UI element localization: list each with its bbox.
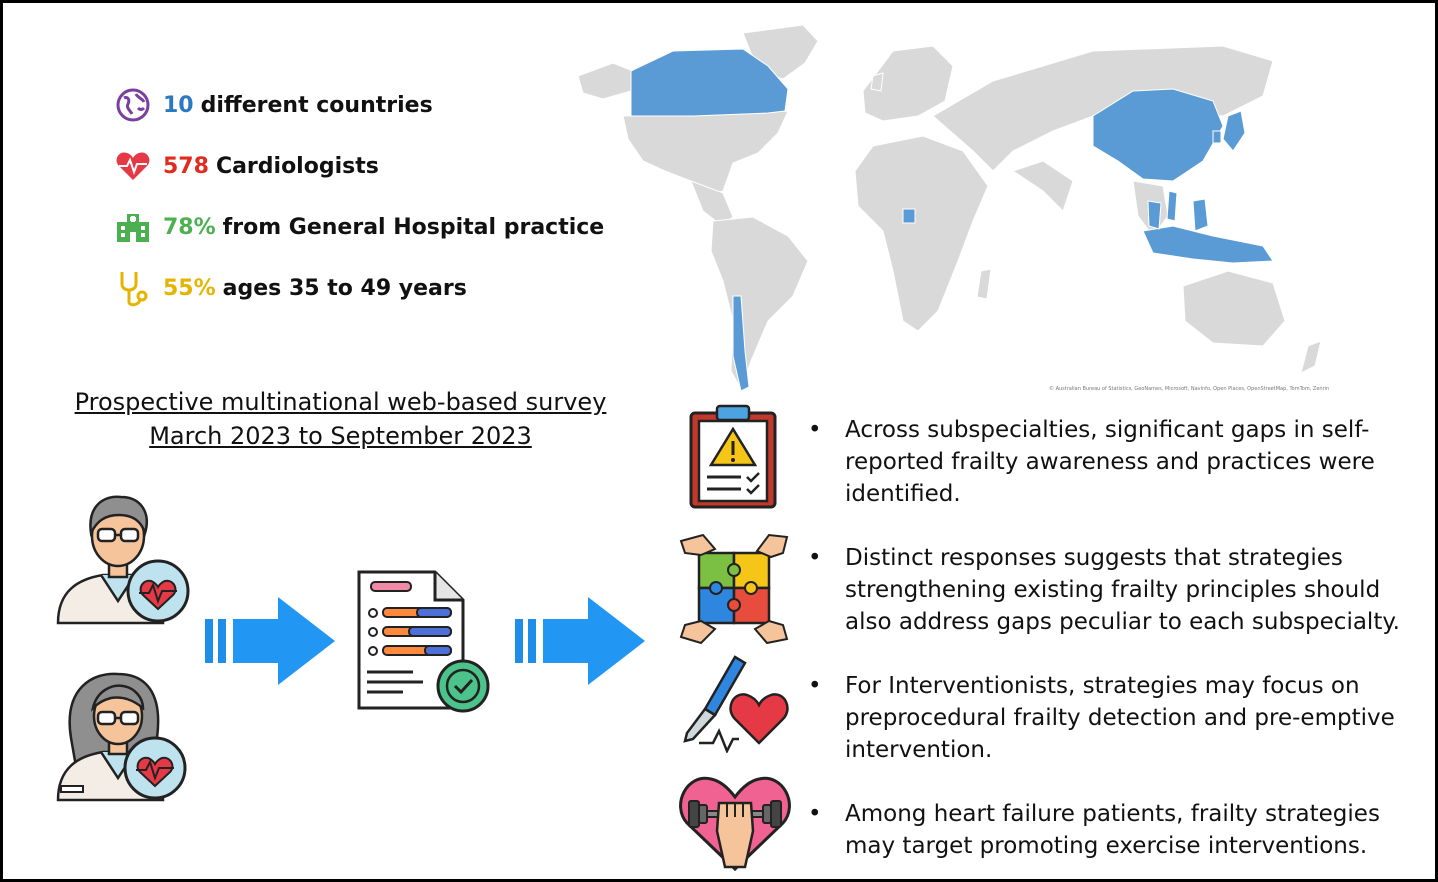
- clipboard-warning-icon: [689, 404, 777, 509]
- finding-text: Among heart failure patients, frailty st…: [845, 801, 1380, 859]
- stat-label: ages 35 to 49 years: [222, 275, 467, 301]
- survey-document-icon: [357, 570, 490, 713]
- stat-label: different countries: [200, 92, 433, 118]
- survey-line-1: Prospective multinational web-based surv…: [74, 388, 607, 416]
- globe-icon: [113, 85, 153, 125]
- survey-line-2: March 2023 to September 2023: [149, 422, 532, 450]
- heart-dumbbell-icon: [679, 776, 791, 872]
- stat-age: 55% ages 35 to 49 years: [113, 268, 467, 308]
- bullet: •: [808, 545, 822, 571]
- puzzle-hands-icon: [679, 533, 789, 645]
- scalpel-heart-icon: [683, 655, 789, 753]
- stat-hospital: 78% from General Hospital practice: [113, 207, 604, 247]
- arrow-right-icon: [515, 597, 645, 685]
- map-credit: © Australian Bureau of Statistics, GeoNa…: [1049, 386, 1330, 392]
- male-doctor-icon: [56, 495, 190, 625]
- female-doctor-icon: [56, 672, 187, 802]
- stat-countries: 10 different countries: [113, 85, 433, 125]
- survey-title: Prospective multinational web-based surv…: [63, 385, 618, 453]
- stat-value: 55%: [163, 275, 216, 301]
- bullet: •: [808, 417, 822, 443]
- bullet: •: [808, 673, 822, 699]
- finding-text: Distinct responses suggests that strateg…: [845, 545, 1400, 635]
- stat-value: 10: [163, 92, 194, 118]
- hospital-icon: [113, 207, 153, 247]
- stat-label: Cardiologists: [215, 153, 379, 179]
- world-map: [577, 24, 1322, 392]
- stethoscope-icon: [113, 268, 153, 308]
- stat-cardiologists: 578 Cardiologists: [113, 146, 379, 186]
- finding-text: Across subspecialties, significant gaps …: [845, 417, 1375, 507]
- stat-label: from General Hospital practice: [222, 214, 605, 240]
- stat-value: 78%: [163, 214, 216, 240]
- finding-text: For Interventionists, strategies may foc…: [845, 673, 1395, 763]
- bullet: •: [808, 801, 822, 827]
- arrow-right-icon: [205, 597, 335, 685]
- stat-value: 578: [163, 153, 209, 179]
- heart-pulse-icon: [113, 146, 153, 186]
